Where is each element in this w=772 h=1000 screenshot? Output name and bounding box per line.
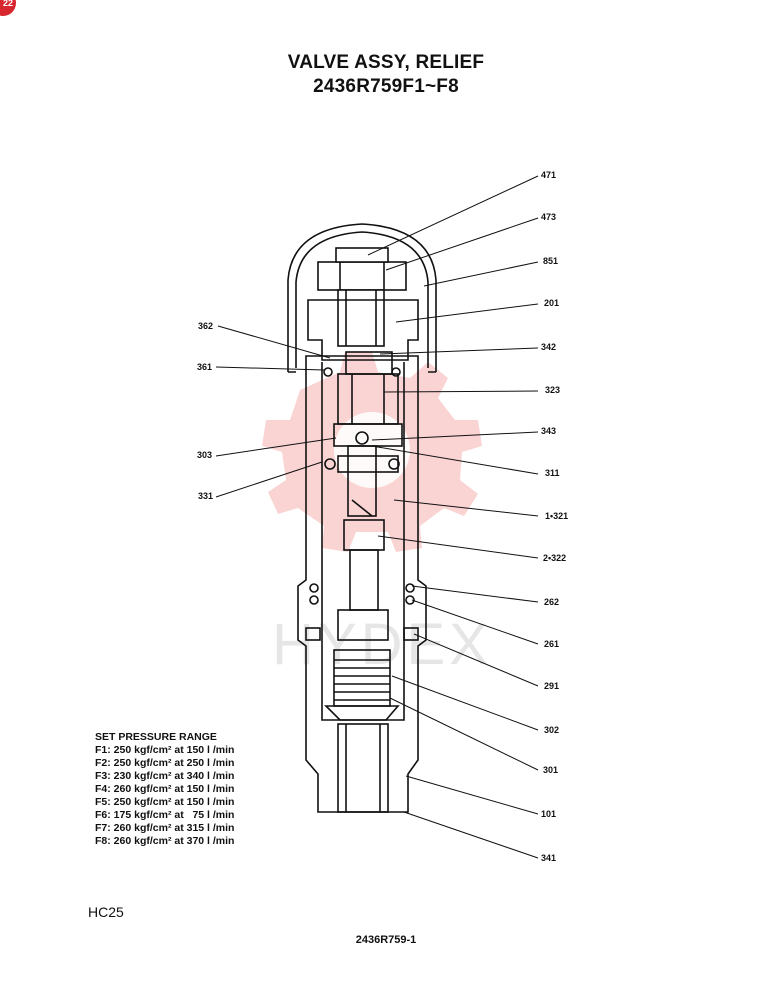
rod-322	[349, 549, 379, 611]
callout-473: 473	[541, 212, 556, 222]
adjust-screw-top	[335, 247, 389, 263]
callout-291: 291	[544, 681, 559, 691]
lock-nut	[317, 261, 407, 291]
watermark-gear	[262, 352, 482, 552]
ring-291	[403, 627, 419, 641]
ball-343	[355, 431, 369, 445]
callout-331: 331	[198, 491, 213, 501]
callout-341: 341	[541, 853, 556, 863]
pressure-row: F3: 230 kgf/cm² at 340 l /min	[95, 770, 235, 782]
callout-303: 303	[197, 450, 212, 460]
callout-302: 302	[544, 725, 559, 735]
pressure-row: F8: 260 kgf/cm² at 370 l /min	[95, 835, 235, 847]
callout-362: 362	[198, 321, 213, 331]
callout-321: 1•321	[545, 511, 568, 521]
diagram-part-number: 2436R759F1~F8	[313, 76, 459, 97]
set-pressure-range: SET PRESSURE RANGE F1: 250 kgf/cm² at 15…	[95, 731, 234, 848]
pressure-row: F6: 175 kgf/cm² at 75 l /min	[95, 809, 235, 821]
pressure-row: F4: 260 kgf/cm² at 150 l /min	[95, 783, 235, 795]
seal-262	[405, 583, 415, 593]
pressure-row: F7: 260 kgf/cm² at 315 l /min	[95, 822, 235, 834]
callout-261: 261	[544, 639, 559, 649]
drawing-number: 2436R759-1	[355, 934, 417, 946]
plunger-321	[337, 455, 399, 473]
callout-851: 851	[543, 256, 558, 266]
callout-labels: 471 473 851 201 362 342 361 323 343 303 …	[197, 170, 568, 863]
pressure-range-heading: SET PRESSURE RANGE	[95, 731, 217, 743]
watermark-text: HYDEX	[272, 612, 492, 677]
callout-262: 262	[544, 597, 559, 607]
watermark: HYDEX	[262, 352, 492, 677]
leader-lines	[215, 175, 539, 859]
callout-101: 101	[541, 809, 556, 819]
callout-343: 343	[541, 426, 556, 436]
cap-inner	[295, 231, 429, 368]
body-outer	[297, 355, 427, 813]
poppet-311	[347, 445, 377, 517]
callout-322: 2•322	[543, 553, 566, 563]
callout-311: 311	[545, 468, 560, 478]
callout-201: 201	[544, 298, 559, 308]
seal-261	[405, 595, 415, 605]
model-code: HC25	[88, 904, 124, 920]
poppet-301	[324, 705, 400, 721]
callout-323: 323	[545, 385, 560, 395]
pressure-row: F2: 250 kgf/cm² at 250 l /min	[95, 757, 235, 769]
o-ring-361	[323, 367, 333, 377]
diagram-title: VALVE ASSY, RELIEF	[287, 52, 485, 73]
callout-301: 301	[543, 765, 558, 775]
adjusting-screw	[337, 289, 385, 347]
pressure-row: F5: 250 kgf/cm² at 150 l /min	[95, 796, 235, 808]
port-101	[337, 723, 389, 813]
pressure-row: F1: 250 kgf/cm² at 150 l /min	[95, 744, 235, 756]
callout-361: 361	[197, 362, 212, 372]
page-badge: 22	[0, 0, 16, 16]
callout-342: 342	[541, 342, 556, 352]
callout-471: 471	[541, 170, 556, 180]
cap-outline	[287, 223, 437, 372]
sleeve-outer	[307, 299, 419, 361]
